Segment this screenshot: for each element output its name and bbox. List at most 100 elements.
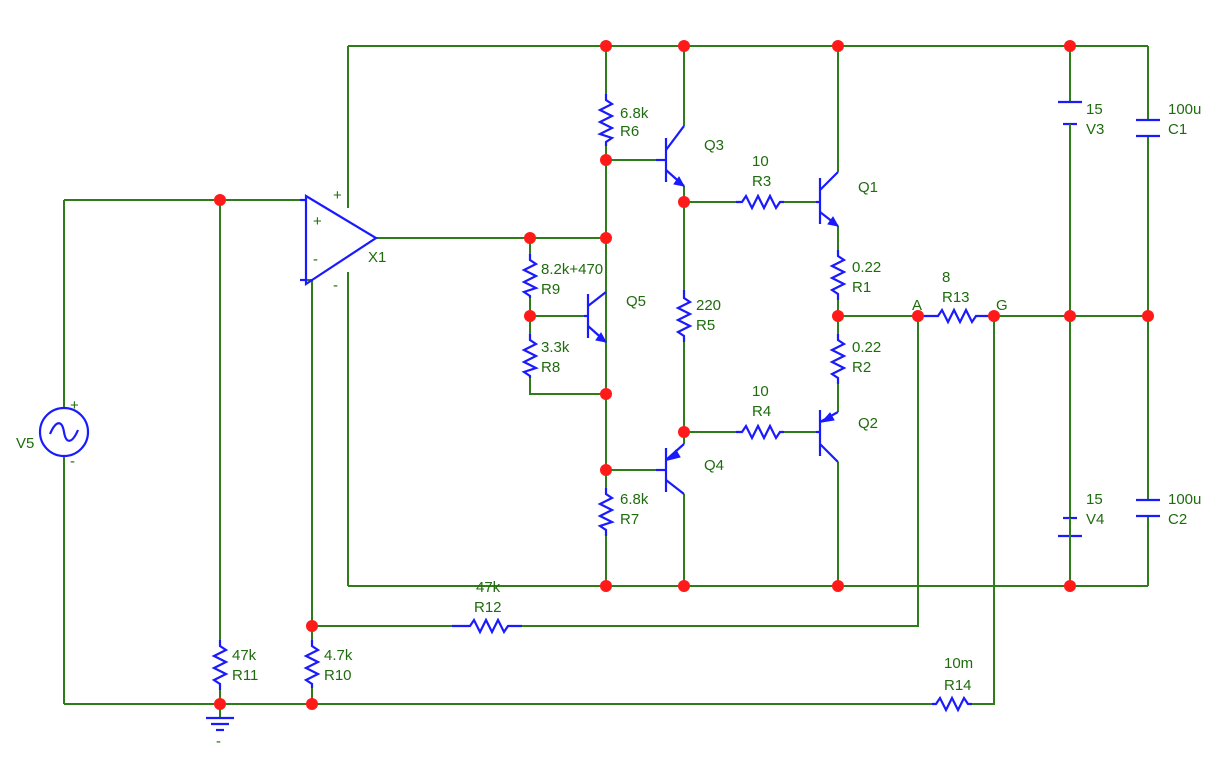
net-label-g: G bbox=[996, 297, 1008, 314]
node bbox=[1064, 40, 1076, 52]
r11-value: 47k bbox=[232, 647, 257, 664]
resistor-r9: 8.2k+470 R9 bbox=[521, 254, 603, 298]
v5-name: V5 bbox=[16, 435, 34, 452]
node bbox=[678, 580, 690, 592]
x1-name: X1 bbox=[368, 249, 386, 266]
r8-value: 3.3k bbox=[541, 339, 570, 356]
transistor-q5: Q5 bbox=[584, 291, 646, 343]
v5-plus: + bbox=[70, 397, 79, 414]
node bbox=[600, 40, 612, 52]
x1-in-plus: + bbox=[313, 213, 322, 230]
ground-label: - bbox=[216, 733, 221, 750]
node bbox=[600, 388, 612, 400]
r3-name: R3 bbox=[752, 173, 771, 190]
r6-name: R6 bbox=[620, 123, 639, 140]
node bbox=[306, 698, 318, 710]
r7-value: 6.8k bbox=[620, 491, 649, 508]
node bbox=[832, 580, 844, 592]
x1-supply-minus: - bbox=[333, 277, 338, 294]
q1-name: Q1 bbox=[858, 179, 878, 196]
node bbox=[600, 154, 612, 166]
c1-name: C1 bbox=[1168, 121, 1187, 138]
v5-minus: - bbox=[70, 453, 75, 470]
node bbox=[1064, 580, 1076, 592]
q2-name: Q2 bbox=[858, 415, 878, 432]
node bbox=[1142, 310, 1154, 322]
transistor-q3: Q3 bbox=[656, 125, 724, 187]
r8-name: R8 bbox=[541, 359, 560, 376]
node bbox=[214, 698, 226, 710]
r10-name: R10 bbox=[324, 667, 352, 684]
ground-symbol: - bbox=[206, 716, 234, 750]
r1-value: 0.22 bbox=[852, 259, 881, 276]
resistor-r6: 6.8k R6 bbox=[597, 94, 649, 146]
opamp-x1: + - + - X1 bbox=[300, 187, 386, 294]
transistor-q4: Q4 bbox=[656, 443, 724, 495]
v3-value: 15 bbox=[1086, 101, 1103, 118]
c2-name: C2 bbox=[1168, 511, 1187, 528]
resistor-r12: 47k R12 bbox=[452, 579, 522, 635]
node bbox=[306, 620, 318, 632]
node bbox=[832, 40, 844, 52]
r2-value: 0.22 bbox=[852, 339, 881, 356]
node bbox=[600, 464, 612, 476]
node bbox=[214, 194, 226, 206]
q4-name: Q4 bbox=[704, 457, 724, 474]
capacitor-c2: 100u C2 bbox=[1136, 491, 1201, 528]
q3-name: Q3 bbox=[704, 137, 724, 154]
r13-name: R13 bbox=[942, 289, 970, 306]
node bbox=[524, 232, 536, 244]
r13-value: 8 bbox=[942, 269, 950, 286]
resistor-r2: 0.22 R2 bbox=[829, 334, 881, 384]
resistor-r1: 0.22 R1 bbox=[829, 250, 881, 300]
r3-value: 10 bbox=[752, 153, 769, 170]
r5-value: 220 bbox=[696, 297, 721, 314]
r4-value: 10 bbox=[752, 383, 769, 400]
node bbox=[678, 426, 690, 438]
node bbox=[678, 40, 690, 52]
resistor-r11: 47k R11 bbox=[211, 640, 258, 690]
node bbox=[1064, 310, 1076, 322]
r9-value: 8.2k+470 bbox=[541, 261, 603, 278]
r1-name: R1 bbox=[852, 279, 871, 296]
resistor-r7: 6.8k R7 bbox=[597, 488, 649, 536]
node bbox=[600, 580, 612, 592]
node bbox=[600, 232, 612, 244]
resistor-r14: 10m R14 bbox=[932, 655, 973, 713]
junction-nodes bbox=[214, 40, 1154, 710]
capacitor-c1: 100u C1 bbox=[1136, 101, 1201, 138]
node bbox=[832, 310, 844, 322]
transistor-q1: Q1 bbox=[816, 171, 878, 227]
ac-source-v5: + - V5 bbox=[16, 397, 90, 470]
v4-name: V4 bbox=[1086, 511, 1104, 528]
r5-name: R5 bbox=[696, 317, 715, 334]
resistor-r4: 10 R4 bbox=[736, 383, 784, 441]
battery-v4: 15 V4 bbox=[1058, 491, 1104, 572]
node bbox=[678, 196, 690, 208]
wires bbox=[63, 45, 1149, 718]
resistor-r5: 220 R5 bbox=[675, 290, 721, 342]
transistor-q2: Q2 bbox=[816, 410, 878, 463]
battery-v3: 15 V3 bbox=[1058, 100, 1104, 138]
v4-value: 15 bbox=[1086, 491, 1103, 508]
node bbox=[524, 310, 536, 322]
resistor-r13: 8 R13 bbox=[918, 269, 994, 325]
node bbox=[988, 310, 1000, 322]
node bbox=[912, 310, 924, 322]
r4-name: R4 bbox=[752, 403, 771, 420]
r14-value: 10m bbox=[944, 655, 973, 672]
q5-name: Q5 bbox=[626, 293, 646, 310]
net-label-a: A bbox=[912, 297, 922, 314]
x1-supply-plus: + bbox=[333, 187, 342, 204]
resistor-r10: 4.7k R10 bbox=[303, 640, 353, 688]
r7-name: R7 bbox=[620, 511, 639, 528]
c1-value: 100u bbox=[1168, 101, 1201, 118]
r9-name: R9 bbox=[541, 281, 560, 298]
r12-value: 47k bbox=[476, 579, 501, 596]
r10-value: 4.7k bbox=[324, 647, 353, 664]
v3-name: V3 bbox=[1086, 121, 1104, 138]
resistor-r3: 10 R3 bbox=[736, 153, 784, 211]
r2-name: R2 bbox=[852, 359, 871, 376]
c2-value: 100u bbox=[1168, 491, 1201, 508]
